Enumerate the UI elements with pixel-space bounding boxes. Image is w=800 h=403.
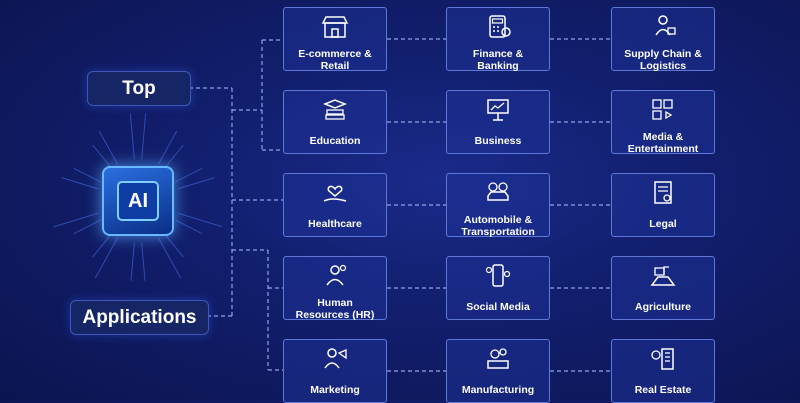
card-ecommerce: E-commerce & Retail — [283, 7, 387, 72]
circuit-trace — [73, 219, 101, 235]
card-hr-label: Human Resources (HR) — [295, 297, 375, 321]
card-manufacturing: Manufacturing — [446, 339, 550, 403]
gears-factory-icon — [483, 340, 513, 378]
circuit-trace — [94, 237, 119, 279]
circuit-traces — [53, 113, 223, 281]
storefront-icon — [320, 8, 350, 46]
circuit-trace — [175, 167, 203, 183]
card-agriculture-label: Agriculture — [634, 301, 691, 313]
car-gears-icon — [483, 174, 513, 212]
circuit-trace — [129, 113, 135, 160]
card-automobile-label: Automobile & Transportation — [461, 214, 535, 238]
card-healthcare: Healthcare — [283, 173, 387, 237]
card-healthcare-label: Healthcare — [308, 218, 362, 230]
circuit-trace — [141, 113, 147, 160]
card-realestate: Real Estate — [611, 339, 715, 403]
circuit-trace — [157, 237, 182, 279]
card-realestate-label: Real Estate — [634, 384, 692, 396]
card-legal: Legal — [611, 173, 715, 237]
ai-chip-label: AI — [117, 181, 159, 221]
card-media-label: Media & Entertainment — [627, 131, 699, 155]
circuit-trace — [157, 130, 178, 165]
circuit-trace — [175, 219, 203, 235]
card-social-label: Social Media — [466, 301, 530, 313]
card-business-label: Business — [474, 135, 522, 147]
card-marketing-label: Marketing — [310, 384, 360, 396]
card-ecommerce-label: E-commerce & Retail — [298, 48, 372, 72]
circuit-trace — [61, 177, 98, 190]
card-media: Media & Entertainment — [611, 90, 715, 155]
card-hr: Human Resources (HR) — [283, 256, 387, 321]
presentation-board-icon — [483, 91, 513, 129]
card-supply-label: Supply Chain & Logistics — [624, 48, 702, 72]
farm-field-icon — [648, 257, 678, 295]
circuit-trace — [178, 177, 215, 190]
card-social: Social Media — [446, 256, 550, 320]
circuit-trace — [53, 212, 98, 228]
card-supply: Supply Chain & Logistics — [611, 7, 715, 72]
phone-social-icon — [483, 257, 513, 295]
card-manufacturing-label: Manufacturing — [461, 384, 535, 396]
card-finance: Finance & Banking — [446, 7, 550, 72]
card-finance-label: Finance & Banking — [472, 48, 524, 72]
person-gear-icon — [320, 257, 350, 295]
top-label: Top — [87, 71, 191, 106]
circuit-trace — [92, 144, 112, 169]
dashed-connectors — [189, 38, 611, 372]
card-business: Business — [446, 90, 550, 154]
circuit-trace — [178, 212, 223, 228]
legal-document-icon — [648, 174, 678, 212]
card-automobile: Automobile & Transportation — [446, 173, 550, 238]
ai-chip: AI — [102, 166, 174, 236]
circuit-trace — [164, 233, 184, 258]
card-education: Education — [283, 90, 387, 154]
media-tiles-icon — [648, 91, 678, 129]
card-legal-label: Legal — [649, 218, 677, 230]
building-dollar-icon — [648, 340, 678, 378]
card-marketing: Marketing — [283, 339, 387, 403]
card-agriculture: Agriculture — [611, 256, 715, 320]
applications-label: Applications — [70, 300, 209, 335]
circuit-trace — [73, 167, 101, 183]
circuit-trace — [98, 130, 119, 165]
delivery-person-icon — [648, 8, 678, 46]
card-education-label: Education — [309, 135, 361, 147]
heart-hand-icon — [320, 174, 350, 212]
person-megaphone-icon — [320, 340, 350, 378]
calculator-icon — [483, 8, 513, 46]
circuit-trace — [164, 144, 184, 169]
books-graduation-cap-icon — [320, 91, 350, 129]
circuit-trace — [92, 233, 112, 258]
circuit-trace — [141, 242, 146, 281]
circuit-trace — [130, 242, 135, 281]
